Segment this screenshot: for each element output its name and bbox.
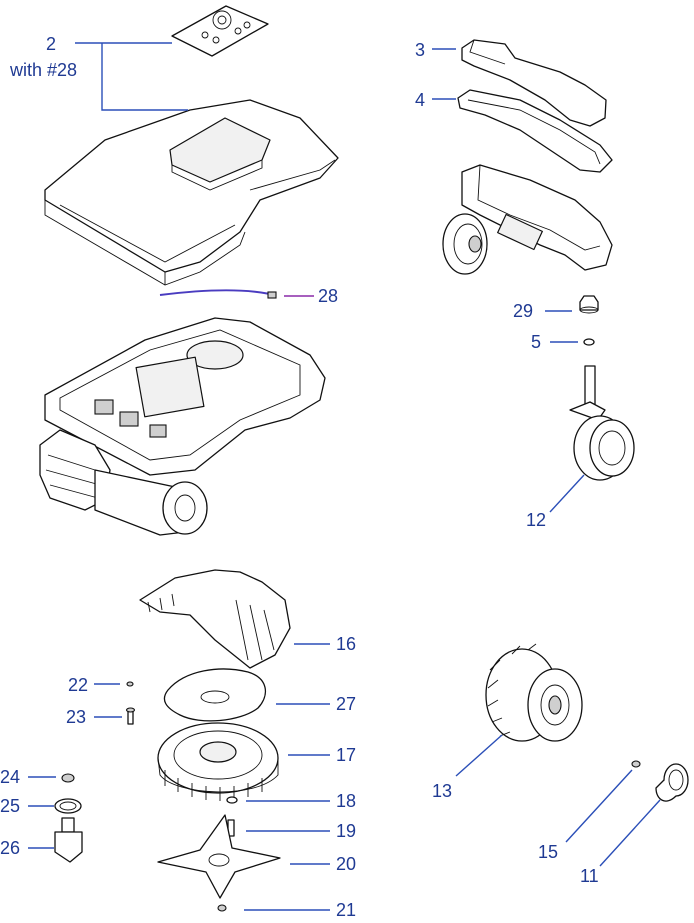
part-motor-connector-26: [54, 817, 83, 863]
label-2-sub: with #28: [9, 60, 77, 80]
leader-13: [455, 734, 503, 777]
part-bolt-21: [217, 904, 227, 912]
label-26: 26: [0, 838, 20, 858]
label-5: 5: [531, 332, 541, 352]
label-4: 4: [415, 90, 425, 110]
part-keypad-label: [171, 5, 269, 57]
label-21: 21: [336, 900, 356, 920]
part-screw-23: [125, 707, 136, 725]
label-16: 16: [336, 634, 356, 654]
leader-15: [565, 769, 633, 843]
label-17: 17: [336, 745, 356, 765]
part-wire: [159, 289, 277, 299]
callout-labels: 2 with #28 3 4 28 29 5 12 16 22 23 27 17…: [0, 34, 599, 920]
part-gasket: [457, 89, 613, 173]
label-29: 29: [513, 301, 533, 321]
label-12: 12: [526, 510, 546, 530]
label-18: 18: [336, 791, 356, 811]
label-19: 19: [336, 821, 356, 841]
label-11: 11: [580, 866, 599, 886]
part-top-cover: [44, 99, 339, 286]
part-main-body: [39, 317, 326, 536]
part-caster-wheel: [569, 365, 635, 481]
label-25: 25: [0, 796, 20, 816]
part-blade-disc: [157, 722, 279, 801]
label-27: 27: [336, 694, 356, 714]
label-2: 2: [46, 34, 56, 54]
part-bumper-top: [461, 39, 607, 127]
part-nut-15: [631, 760, 641, 768]
part-o-ring-25: [54, 798, 82, 814]
part-cutting-blade: [157, 814, 281, 899]
part-blade-guard: [139, 569, 291, 669]
leader-2: [75, 42, 188, 111]
part-hub-cap: [655, 763, 689, 802]
part-nut-24: [61, 773, 75, 783]
label-23: 23: [66, 707, 86, 727]
label-20: 20: [336, 854, 356, 874]
label-22: 22: [68, 675, 88, 695]
label-28: 28: [318, 286, 338, 306]
part-front-chassis: [442, 164, 613, 275]
part-washer-18: [226, 796, 238, 804]
part-cap: [579, 295, 599, 314]
leader-12: [549, 474, 585, 513]
label-24: 24: [0, 767, 20, 787]
leader-lines: [28, 42, 661, 911]
label-13: 13: [432, 781, 452, 801]
leader-11: [599, 799, 661, 867]
part-screw-22: [126, 681, 134, 687]
label-3: 3: [415, 40, 425, 60]
part-plate: [163, 668, 267, 722]
label-15: 15: [538, 842, 558, 862]
part-clip: [583, 338, 595, 346]
part-drive-wheel: [485, 643, 583, 742]
